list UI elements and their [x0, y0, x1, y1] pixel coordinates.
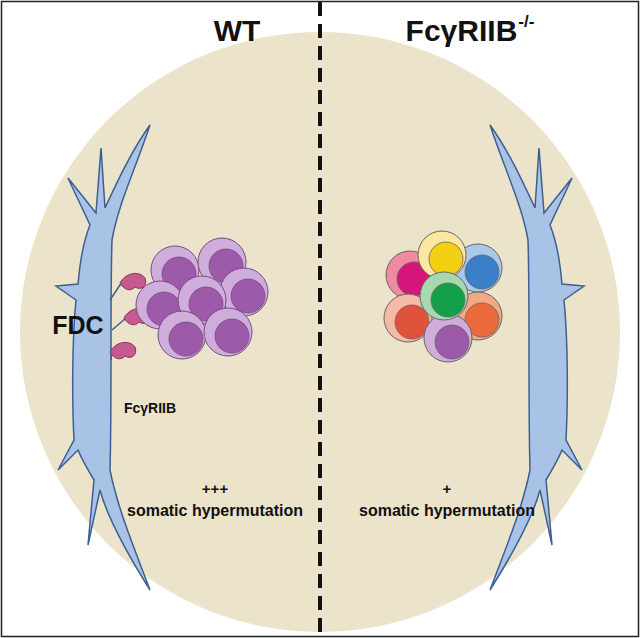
level-caption: somatic hypermutation: [127, 503, 303, 519]
b-cell-cluster: [136, 238, 268, 359]
level-marker: +: [443, 481, 452, 496]
fdc-cell: [56, 125, 150, 590]
b-cell-nucleus: [215, 319, 249, 353]
b-cell-nucleus: [465, 255, 499, 289]
b-cell: [158, 311, 206, 359]
b-cell-nucleus: [231, 279, 265, 313]
b-cell-nucleus: [435, 325, 469, 359]
cell-label: FDC: [52, 313, 103, 338]
b-cell-nucleus: [429, 242, 463, 276]
b-cell: [424, 314, 472, 362]
superscript: -/-: [518, 13, 534, 30]
b-cell: [204, 308, 252, 356]
divider: [318, 2, 322, 636]
b-cell-nucleus: [431, 283, 465, 317]
fdc-cell: [490, 125, 584, 590]
level-marker: +++: [202, 481, 228, 496]
b-cell-cluster: [384, 231, 502, 362]
b-cell: [420, 272, 468, 320]
level-caption: somatic hypermutation: [359, 503, 535, 519]
b-cell-nucleus: [169, 322, 203, 356]
panel-title: WT: [214, 16, 261, 46]
panel-title: FcγRIIB: [406, 16, 518, 46]
receptor-label: FcγRIIB: [124, 401, 176, 415]
